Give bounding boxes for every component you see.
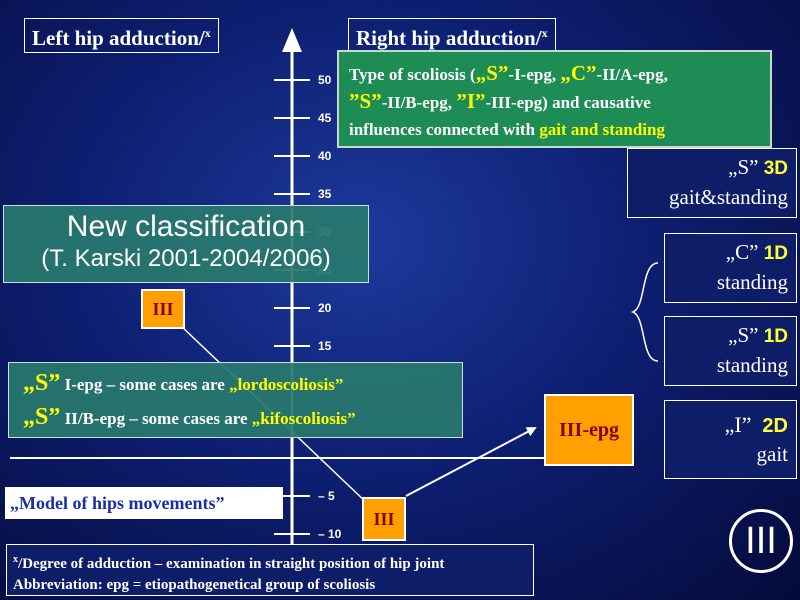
s-1d-box: „S” 1D standing [664, 316, 797, 386]
new-classification-box: New classification (T. Karski 2001-2004/… [3, 205, 369, 283]
type-i-label: ”I” [456, 89, 486, 113]
left-hip-adduction-title: Left hip adduction/x [24, 18, 219, 53]
axis-tick-label: 15 [318, 339, 332, 353]
iii-epg-box: III-epg [544, 394, 634, 466]
right-hip-adduction-title: Right hip adduction/x [348, 18, 556, 53]
axis-tick-label: 45 [318, 111, 332, 125]
footnote-box: x/Degree of adduction – examination in s… [6, 544, 534, 596]
upper-iii-marker: III [141, 289, 185, 329]
lordo-kifo-notes-box: „S” I-epg – some cases are „lordoscolios… [8, 362, 463, 438]
circled-iii-badge: III [729, 509, 793, 573]
y-axis-arrowhead [282, 28, 302, 52]
model-of-hips-label: „Model of hips movements” [5, 487, 283, 519]
axis-tick-label: 40 [318, 149, 332, 163]
arrow-to-epg [405, 427, 537, 497]
classification-subtitle: (T. Karski 2001-2004/2006) [41, 245, 331, 272]
s-3d-box: „S” 3D gait&standing [627, 148, 797, 218]
axis-tick-label: – 10 [318, 527, 342, 541]
axis-tick-label: 50 [318, 73, 332, 87]
axis-tick-label: – 5 [318, 489, 335, 503]
classification-title: New classification [66, 210, 306, 243]
c-1d-box: „C” 1D standing [664, 233, 797, 303]
type-s-label: „S” [475, 61, 509, 85]
axis-tick-label: 20 [318, 301, 332, 315]
bracket [630, 262, 659, 362]
i-2d-box: „I” 2D gait [664, 400, 797, 479]
scoliosis-types-box: Type of scoliosis („S”-I-epg, „C”-II/A-e… [337, 50, 772, 148]
axis-tick-label: 35 [318, 187, 332, 201]
type-s2-label: ”S” [349, 89, 382, 113]
type-c-label: „C” [560, 61, 597, 85]
lordoscoliosis-highlight: „lordoscoliosis” [229, 375, 344, 394]
lower-iii-marker: III [362, 497, 406, 541]
gait-standing-highlight: gait and standing [539, 120, 665, 139]
kifoscoliosis-highlight: „kifoscoliosis” [251, 409, 356, 428]
